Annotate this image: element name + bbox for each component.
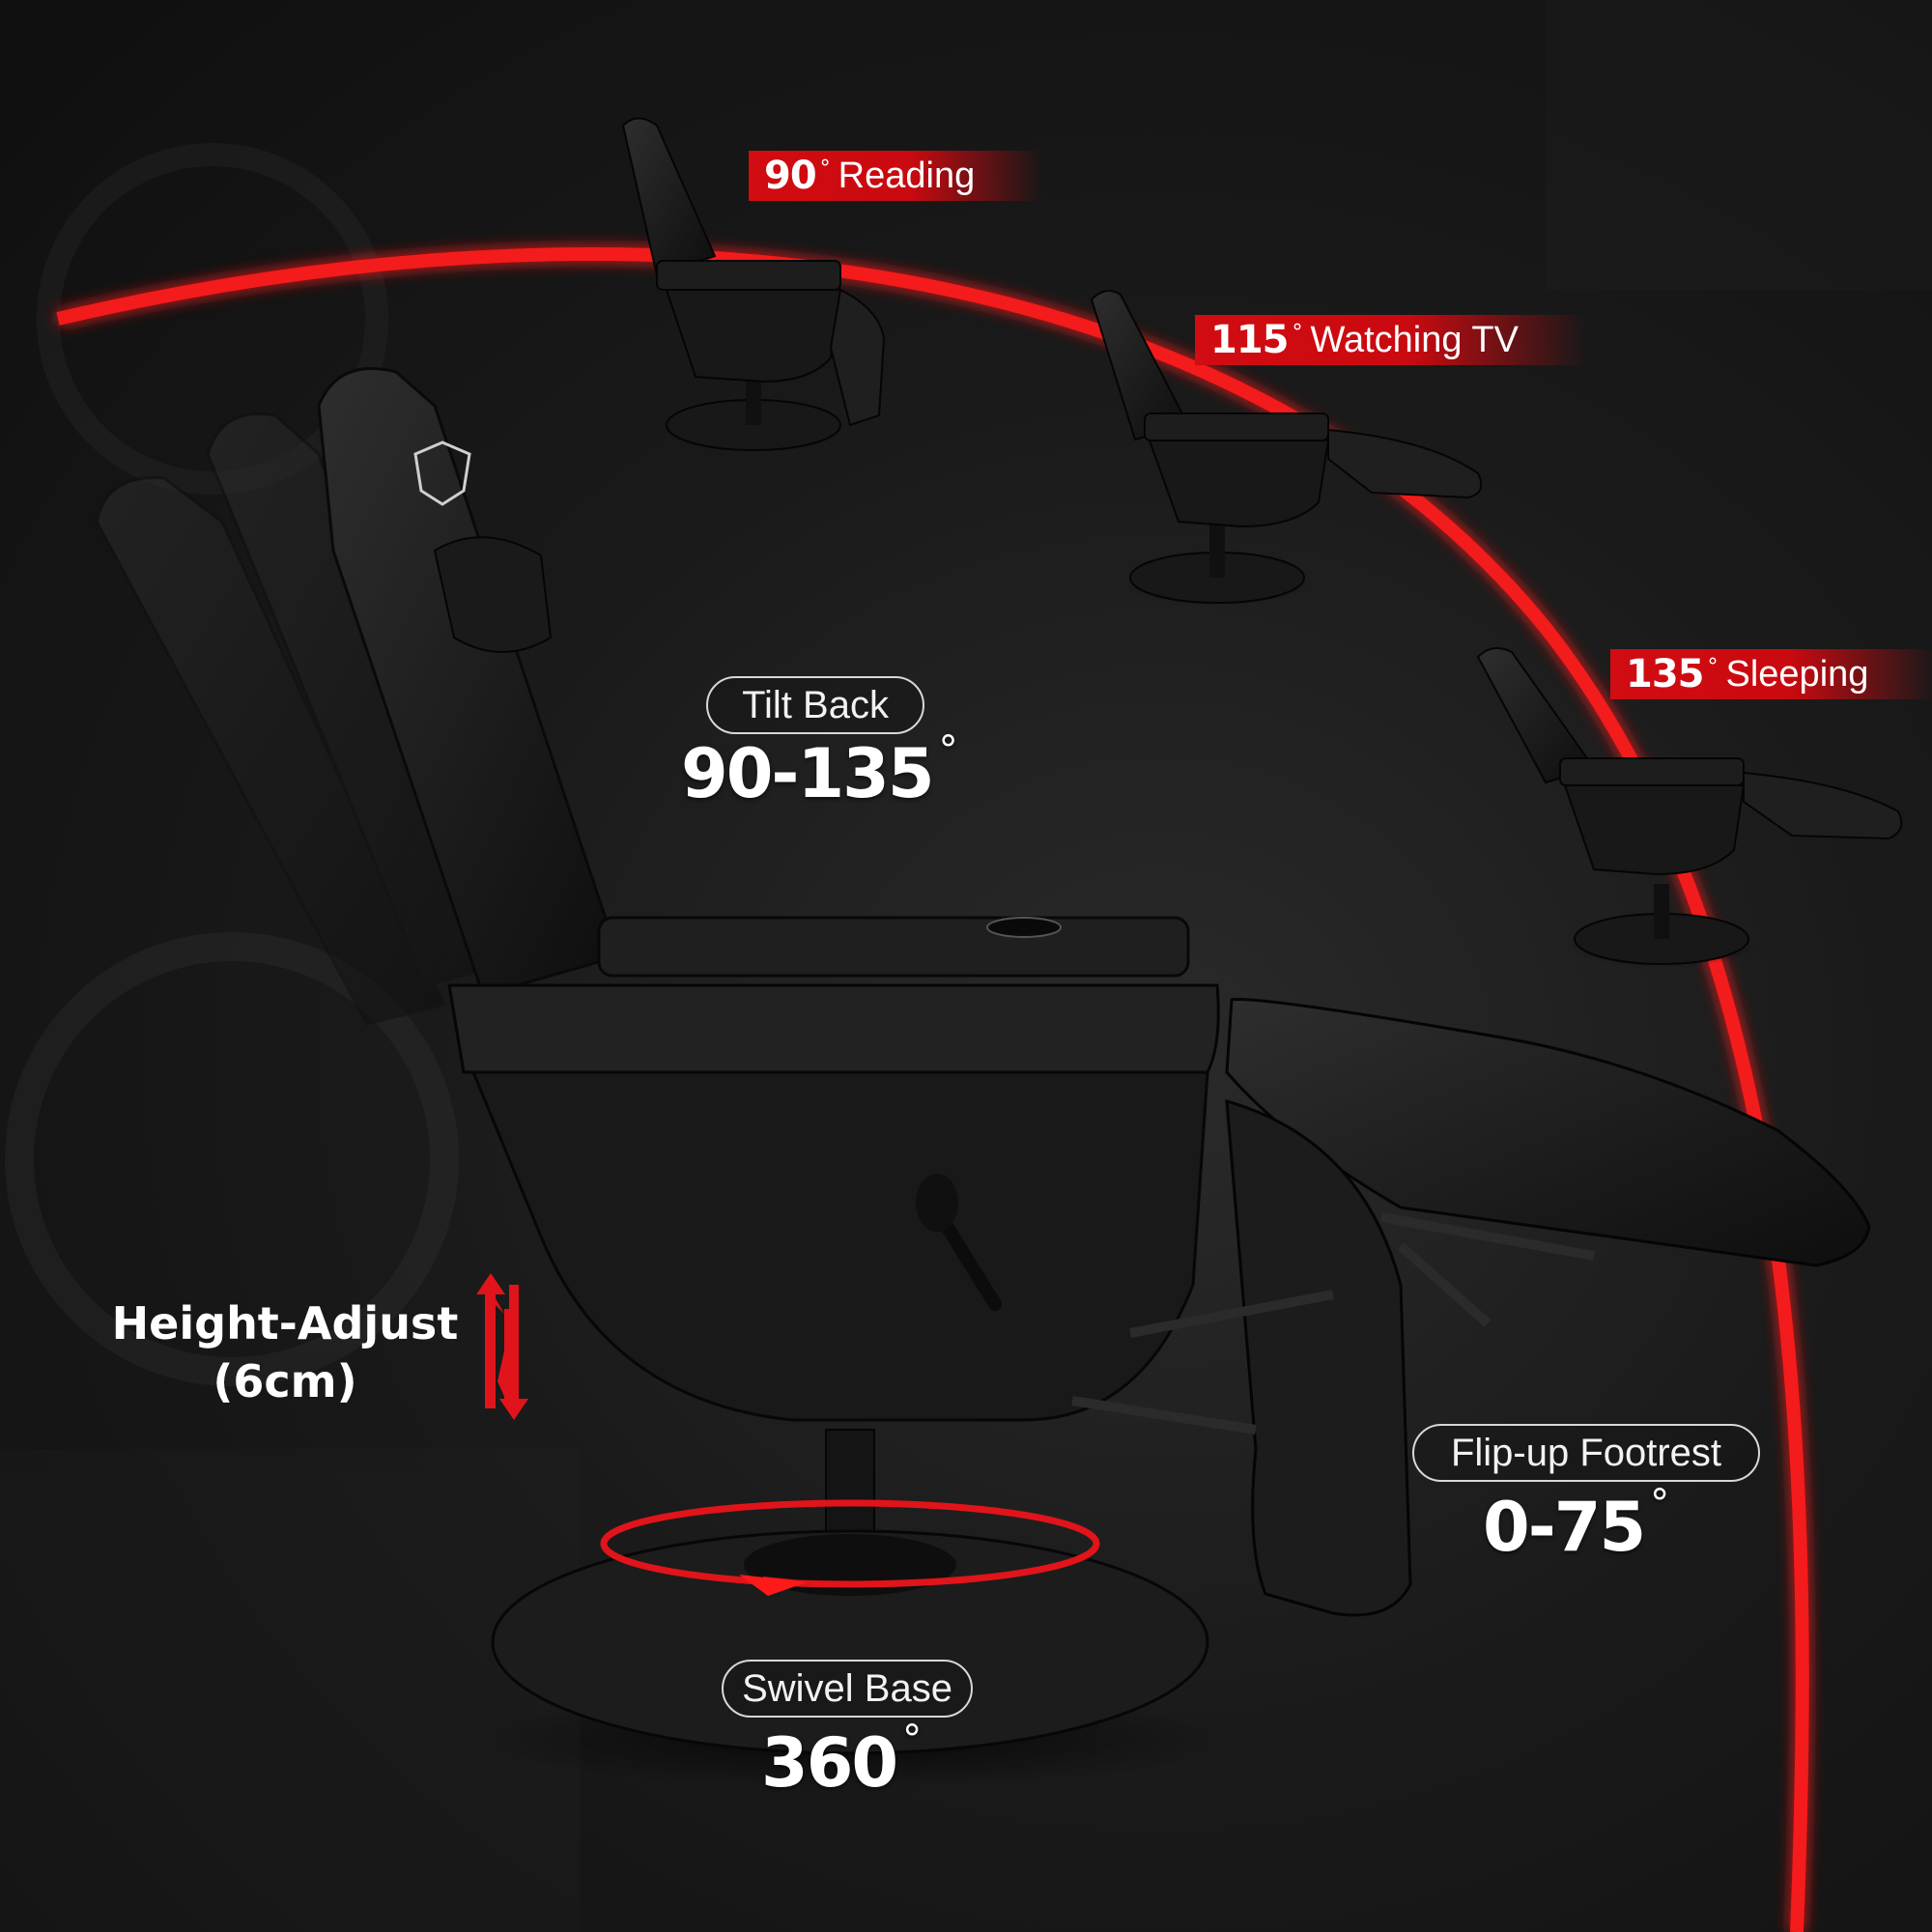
tag-watching: 115 ° Watching TV: [1195, 315, 1586, 365]
swivel-degree-symbol: °: [902, 1718, 922, 1762]
reading-angle: 90: [764, 154, 817, 198]
sleeping-degree-symbol: °: [1707, 654, 1719, 679]
reading-label: Reading: [838, 155, 976, 196]
height-adjust-title: Height-Adjust: [111, 1297, 459, 1350]
watching-label: Watching TV: [1310, 319, 1519, 360]
swivel-label: Swivel Base: [722, 1660, 973, 1718]
sleeping-label: Sleeping: [1725, 653, 1869, 695]
up-down-arrows-icon: [476, 1273, 528, 1420]
tag-sleeping: 135 ° Sleeping: [1610, 649, 1932, 699]
footrest-degree-symbol: °: [1650, 1482, 1669, 1526]
footrest-label: Flip-up Footrest: [1412, 1424, 1760, 1482]
main-chair: [317, 367, 1871, 1787]
small-chair-watching: [1090, 290, 1483, 606]
height-adjust-detail: (6cm): [213, 1355, 357, 1407]
sleeping-angle: 135: [1626, 652, 1704, 696]
height-adjust-text: Height-Adjust (6cm): [106, 1294, 464, 1410]
tilt-back-label: Tilt Back: [706, 676, 924, 734]
watching-degree-symbol: °: [1292, 320, 1303, 345]
rotation-ellipse-icon: [600, 1499, 1100, 1596]
small-chair-reading: [621, 117, 886, 451]
footrest-range: 0-75: [1483, 1488, 1646, 1567]
reading-degree-symbol: °: [819, 156, 831, 181]
tag-reading: 90 ° Reading: [749, 151, 1043, 201]
tilt-back-degree-symbol: °: [938, 728, 958, 773]
watching-angle: 115: [1210, 318, 1289, 362]
swivel-angle: 360: [761, 1723, 898, 1803]
tilt-back-range: 90-135: [681, 734, 935, 813]
footrest-value: 0-75°: [1483, 1482, 1669, 1567]
swivel-value: 360°: [761, 1718, 922, 1803]
small-chair-sleeping: [1476, 647, 1903, 968]
tilt-back-value: 90-135°: [681, 728, 958, 813]
red-arc: [56, 247, 1809, 1932]
brand-shield-logo: [413, 440, 471, 506]
